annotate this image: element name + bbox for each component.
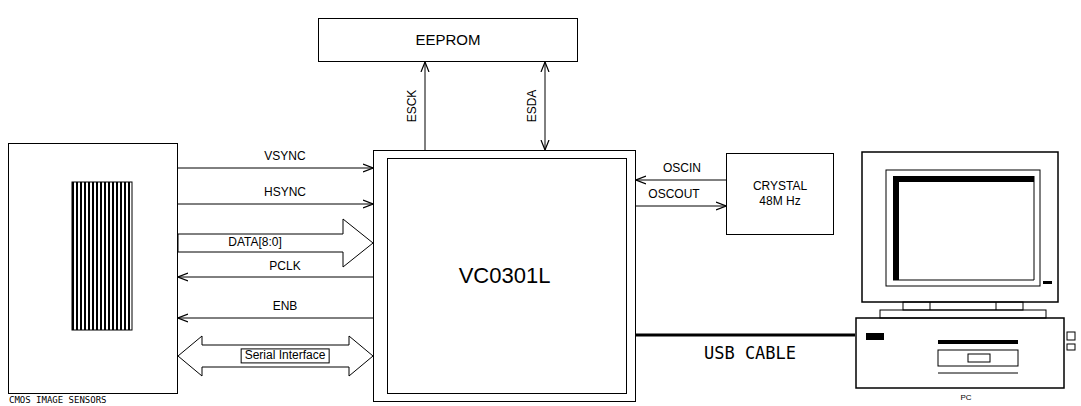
signal-line bbox=[636, 180, 726, 181]
signal-label: OSCIN bbox=[662, 162, 702, 175]
sensor-box: CMOS IMAGE SENSORS bbox=[8, 143, 178, 394]
node-label: VC0301L bbox=[459, 262, 551, 290]
crystal-box: CRYSTAL 48M Hz bbox=[726, 153, 834, 235]
computer: PC bbox=[855, 150, 1077, 404]
signal-label: VSYNC bbox=[263, 150, 306, 163]
chip-box: VC0301L bbox=[373, 150, 636, 402]
signal-line bbox=[178, 204, 373, 205]
node-label: CRYSTAL 48M Hz bbox=[745, 179, 815, 209]
signal-label: HSYNC bbox=[263, 186, 307, 199]
signal-line bbox=[636, 206, 726, 207]
signal-line bbox=[178, 318, 373, 319]
pc-illustration bbox=[856, 152, 1075, 388]
signal-line bbox=[636, 334, 855, 337]
signal-line bbox=[545, 62, 546, 150]
node-label: PC bbox=[855, 393, 1077, 402]
node-label: CMOS IMAGE SENSORS bbox=[9, 395, 107, 405]
signal-label: ESDA bbox=[526, 89, 539, 124]
signal-label: DATA[8:0] bbox=[227, 236, 283, 249]
signal-label: Serial Interface bbox=[241, 348, 330, 363]
signal-label: ENB bbox=[272, 300, 299, 313]
node-label: EEPROM bbox=[415, 31, 480, 50]
signal-label: PCLK bbox=[268, 260, 301, 273]
signal-line bbox=[178, 277, 373, 278]
signal-line bbox=[425, 62, 426, 150]
signal-label: OSCOUT bbox=[647, 188, 700, 201]
memory-box: EEPROM bbox=[318, 18, 578, 62]
signal-label: USB CABLE bbox=[703, 344, 797, 363]
signal-line bbox=[178, 168, 373, 169]
bus-arrow bbox=[178, 336, 373, 376]
signal-label: ESCK bbox=[406, 89, 419, 124]
sensor-array bbox=[72, 182, 132, 330]
